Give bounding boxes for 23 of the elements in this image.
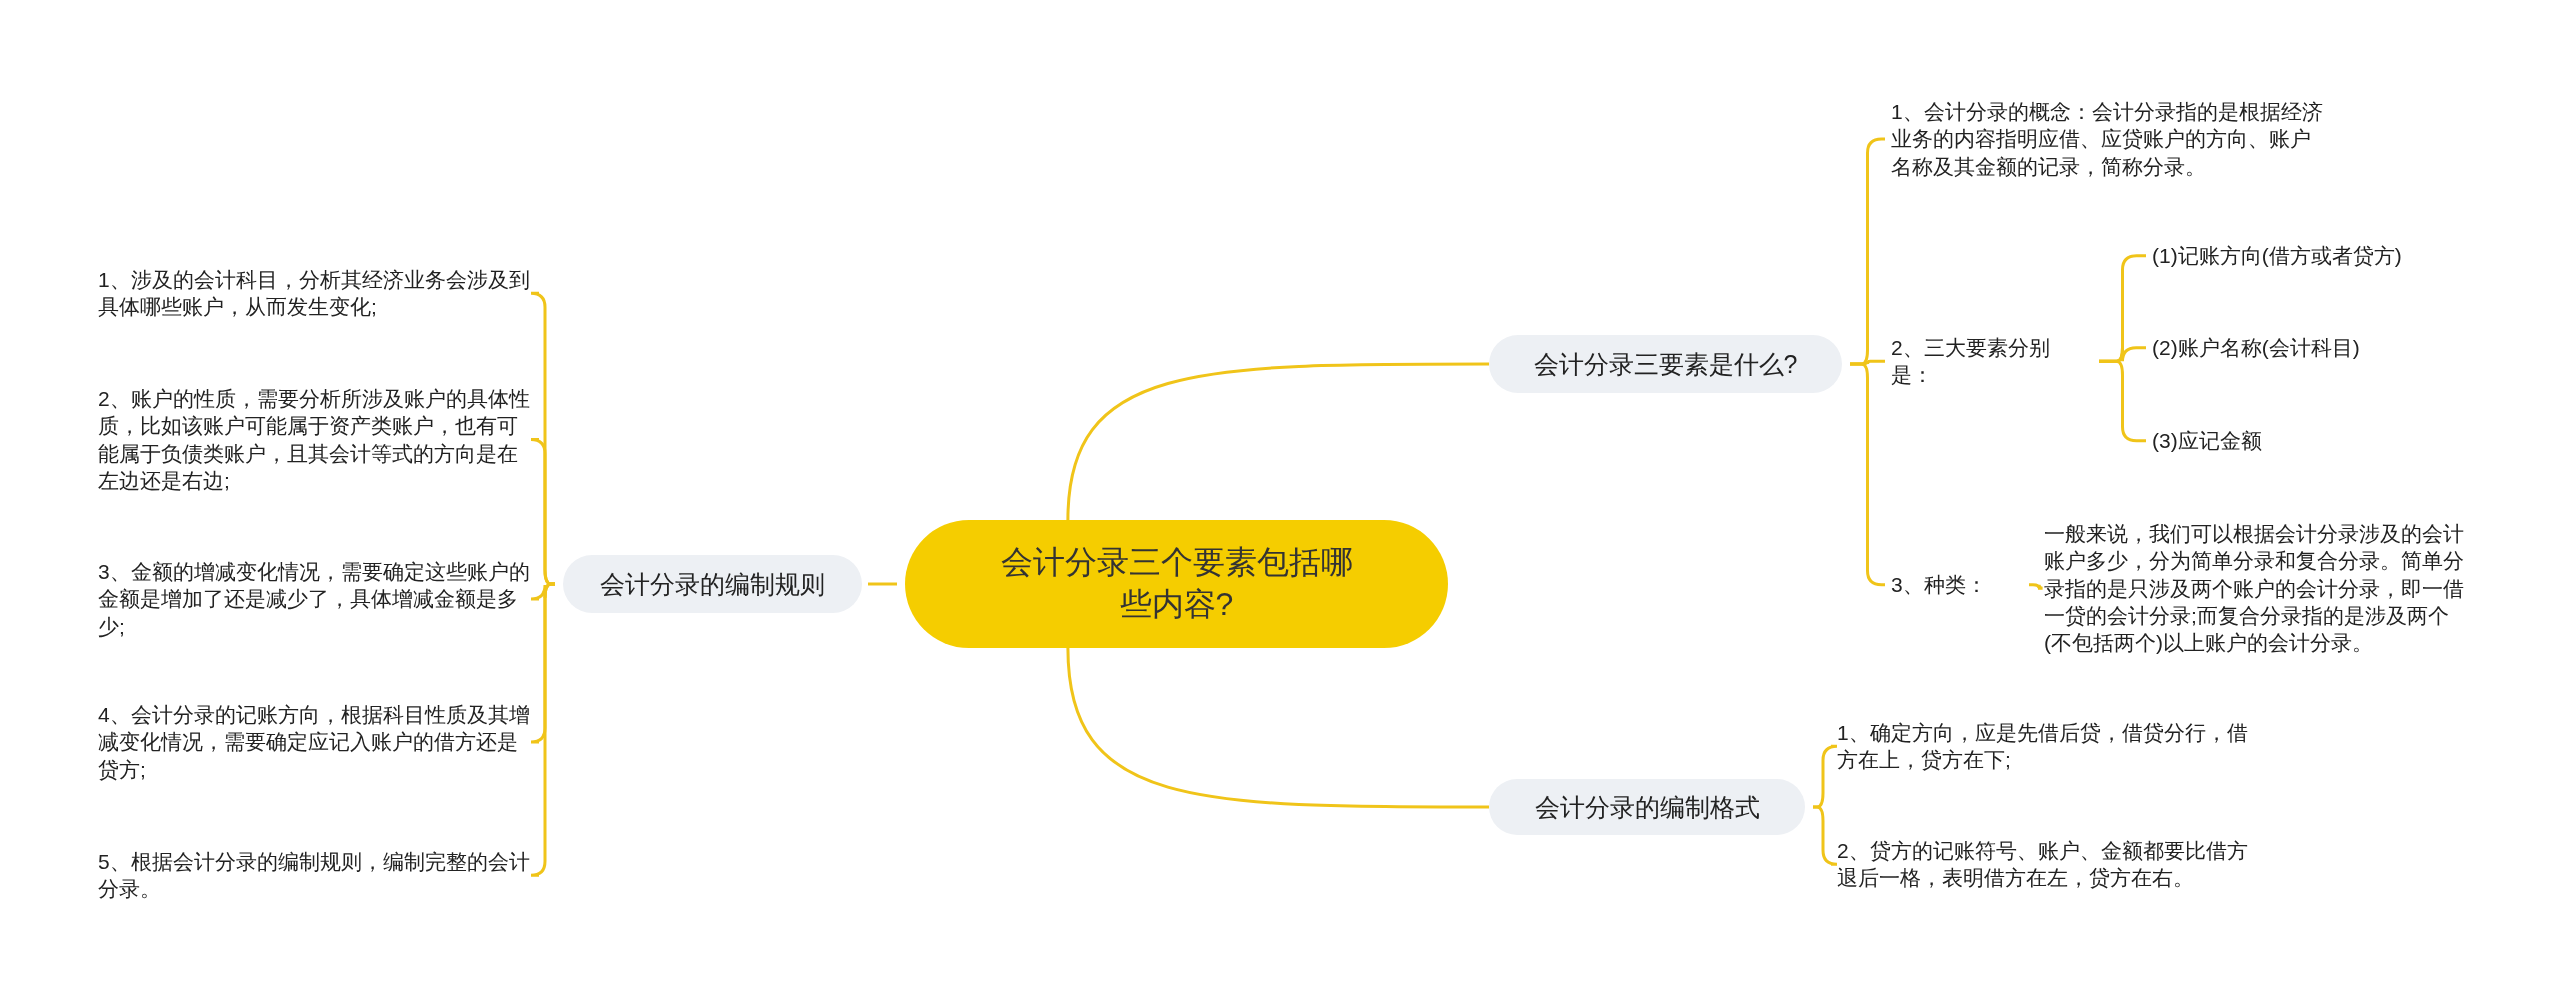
connector-line: [868, 582, 897, 586]
note-text: 1、会计分录的概念：会计分录指的是根据经济业务的内容指明应借、应贷账户的方向、账户名称及其金额的记录，简称分录。: [1891, 98, 2331, 180]
note-text: 一般来说，我们可以根据会计分录涉及的会计账户多少，分为简单分录和复合分录。简单分录指的是只涉及两个账户的会计分录，即一借一贷的会计分录;而复合分录指的是涉及两个(不包括两个)以上账户的会计分录。: [2044, 520, 2474, 657]
note-text: (1)记账方向(借方或者贷方): [2152, 242, 2512, 270]
connector-line: [1066, 647, 1489, 809]
connector-line: [1066, 362, 1489, 521]
branch-topic-box: 会计分录的编制格式: [1489, 779, 1805, 835]
branch-topic-box: 会计分录三要素是什么?: [1489, 335, 1842, 393]
note-text: 1、确定方向，应是先借后贷，借贷分行，借方在上，贷方在下;: [1837, 719, 2257, 774]
note-text: 3、金额的增减变化情况，需要确定这些账户的金额是增加了还是减少了，具体增减金额是多少;: [98, 558, 533, 640]
note-text: (3)应记金额: [2152, 427, 2512, 455]
note-text: 2、贷方的记账符号、账户、金额都要比借方退后一格，表明借方在左，贷方在右。: [1837, 837, 2257, 892]
central-topic-box: 会计分录三个要素包括哪些内容?: [905, 520, 1448, 648]
note-text: 1、涉及的会计科目，分析其经济业务会涉及到具体哪些账户，从而发生变化;: [98, 266, 533, 321]
branch-topic-box: 会计分录的编制规则: [563, 555, 862, 613]
note-text: 2、三大要素分别是：: [1891, 334, 2091, 389]
note-text: (2)账户名称(会计科目): [2152, 334, 2512, 362]
connector-line: [2029, 583, 2045, 590]
connector-line: [1813, 805, 1839, 866]
note-text: 4、会计分录的记账方向，根据科目性质及其增减变化情况，需要确定应记入账户的借方还是贷方;: [98, 701, 533, 783]
note-text: 2、账户的性质，需要分析所涉及账户的具体性质，比如该账户可能属于资产类账户，也有可能属于负债类账户，且其会计等式的方向是在左边还是右边;: [98, 385, 533, 495]
note-text: 3、种类：: [1891, 571, 2021, 599]
note-text: 5、根据会计分录的编制规则，编制完整的会计分录。: [98, 848, 533, 903]
